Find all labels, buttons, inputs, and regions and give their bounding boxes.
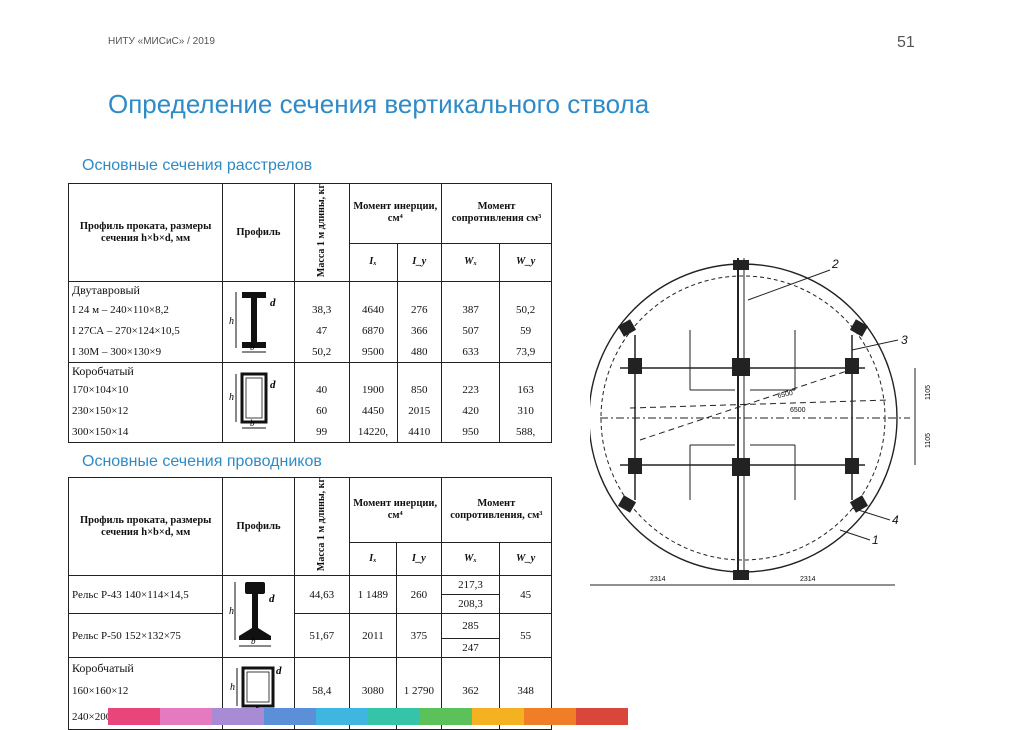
color-swatch [108, 708, 160, 725]
section2-subtitle: Основные сечения проводников [82, 453, 322, 470]
color-swatch [160, 708, 212, 725]
svg-text:6500: 6500 [777, 390, 794, 400]
svg-text:6500: 6500 [790, 407, 806, 414]
svg-text:h: h [230, 682, 235, 693]
col-mass: Масса 1 м длины, кг [293, 476, 350, 577]
col-iy: I_y [396, 542, 442, 577]
col-profile-size: Профиль проката, размеры сечения h×b×d, … [67, 182, 224, 283]
col-inertia: Момент инерции, см⁴ [348, 183, 442, 244]
svg-text:1: 1 [872, 533, 879, 547]
svg-text:4: 4 [892, 513, 899, 527]
col-wy: W_y [499, 242, 552, 283]
table-row: Рельс Р-43 140×114×14,5 h d b 44,63 1 14… [67, 575, 552, 659]
group-name: Коробчатый [67, 362, 224, 380]
group-name: Двутавровый [67, 281, 224, 300]
table-row: I 30М – 300×130×9 50,2 9500 480 633 73,9 [67, 341, 552, 364]
col-mass: Масса 1 м длины, кг [293, 182, 350, 283]
svg-text:d: d [276, 665, 282, 677]
svg-text:d: d [270, 379, 276, 391]
color-swatch [524, 708, 576, 725]
svg-text:h: h [229, 316, 234, 327]
color-swatch [576, 708, 628, 725]
color-swatch [212, 708, 264, 725]
page-title: Определение сечения вертикального ствола [108, 89, 650, 119]
svg-text:b: b [250, 342, 255, 352]
col-resistance: Момент сопротивления см³ [440, 183, 553, 244]
color-swatch [316, 708, 368, 725]
table-row: 160×160×12 58,4 3080 1 2790 362 348 [67, 678, 552, 705]
col-ix: Iₓ [348, 542, 398, 577]
page-number: 51 [897, 34, 915, 51]
table-row: I 27СА – 270×124×10,5 47 6870 366 507 59 [67, 320, 552, 342]
table-row: 300×150×14 99 14220, 4410 950 588, [67, 421, 552, 444]
svg-text:2314: 2314 [800, 576, 816, 583]
color-swatch [368, 708, 420, 725]
svg-text:h: h [229, 606, 234, 617]
col-profile-size: Профиль проката, размеры сечения h×b×d, … [67, 476, 224, 577]
col-wy: W_y [499, 542, 552, 577]
spreaders-table: Профиль проката, размеры сечения h×b×d, … [67, 182, 553, 444]
footer-color-bar [108, 708, 628, 725]
svg-text:1105: 1105 [925, 433, 932, 448]
col-wx: Wₓ [440, 542, 501, 577]
group-name: Коробчатый [67, 657, 224, 679]
color-swatch [420, 708, 472, 725]
svg-text:h: h [229, 392, 234, 403]
svg-text:b: b [250, 418, 255, 428]
table-row: Рельс Р-50 152×132×75 51,67 2011 375 285… [67, 613, 552, 659]
shaft-cross-section-diagram: 2 3 4 1 6500 6500 1105 1105 2314 2314 [590, 257, 932, 586]
box-profile-icon: h d b [222, 362, 295, 444]
rail-profile-icon: h d b [222, 575, 295, 659]
svg-text:3: 3 [901, 333, 908, 347]
svg-text:b: b [251, 636, 256, 646]
col-inertia: Момент инерции, см⁴ [348, 476, 442, 544]
col-resistance: Момент сопротивления, см³ [440, 476, 553, 544]
color-swatch [264, 708, 316, 725]
section1-subtitle: Основные сечения расстрелов [82, 157, 313, 174]
i-beam-profile-icon: h d b [222, 281, 295, 364]
svg-text:d: d [270, 297, 276, 309]
color-swatch [472, 708, 524, 725]
col-iy: I_y [396, 242, 442, 283]
guides-table: Профиль проката, размеры сечения h×b×d, … [67, 476, 553, 730]
col-profile: Профиль [222, 476, 295, 577]
svg-text:2: 2 [831, 257, 839, 271]
col-profile: Профиль [222, 182, 295, 283]
col-ix: Iₓ [348, 242, 398, 283]
table-row: 230×150×12 60 4450 2015 420 310 [67, 400, 552, 422]
header-org: НИТУ «МИСиС» / 2019 [108, 36, 215, 47]
table-row: 170×104×10 40 1900 850 223 163 [67, 379, 552, 401]
col-wx: Wₓ [440, 242, 501, 283]
table-row: I 24 м – 240×110×8,2 38,3 4640 276 387 5… [67, 299, 552, 321]
svg-text:2314: 2314 [650, 576, 666, 583]
svg-text:1105: 1105 [925, 385, 932, 400]
svg-text:d: d [269, 593, 275, 605]
